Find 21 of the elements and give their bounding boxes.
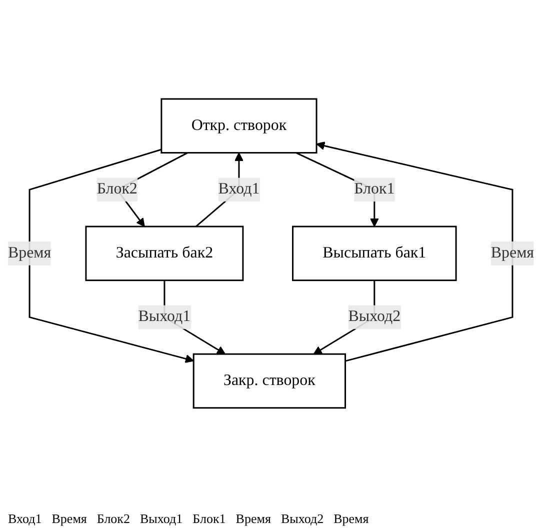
port-label: Блок2 bbox=[96, 511, 130, 527]
edge-label: Блок2 bbox=[96, 180, 138, 198]
edge-label: Вход1 bbox=[218, 180, 260, 198]
port-label: Выход2 bbox=[280, 511, 324, 527]
node-box: Засыпать бак2 bbox=[85, 226, 244, 282]
edge-label: Время bbox=[8, 244, 52, 262]
port-label: Время bbox=[334, 511, 369, 527]
node-box: Откр. створок bbox=[160, 98, 318, 154]
node-box: Закр. створок bbox=[192, 353, 346, 409]
port-label: Время bbox=[52, 511, 87, 527]
arrow bbox=[316, 142, 514, 362]
port-label: Выход1 bbox=[140, 511, 183, 527]
edge-label: Выход2 bbox=[348, 308, 401, 326]
edge-label: Выход1 bbox=[138, 308, 191, 326]
port-label: Время bbox=[236, 511, 271, 527]
port-label: Блок1 bbox=[192, 511, 226, 527]
node-box: Высыпать бак1 bbox=[292, 226, 457, 282]
arrow bbox=[28, 148, 194, 364]
port-label: Вход1 bbox=[8, 511, 42, 527]
edge-label: Время bbox=[490, 244, 534, 262]
edge-label: Блок1 bbox=[354, 180, 395, 198]
